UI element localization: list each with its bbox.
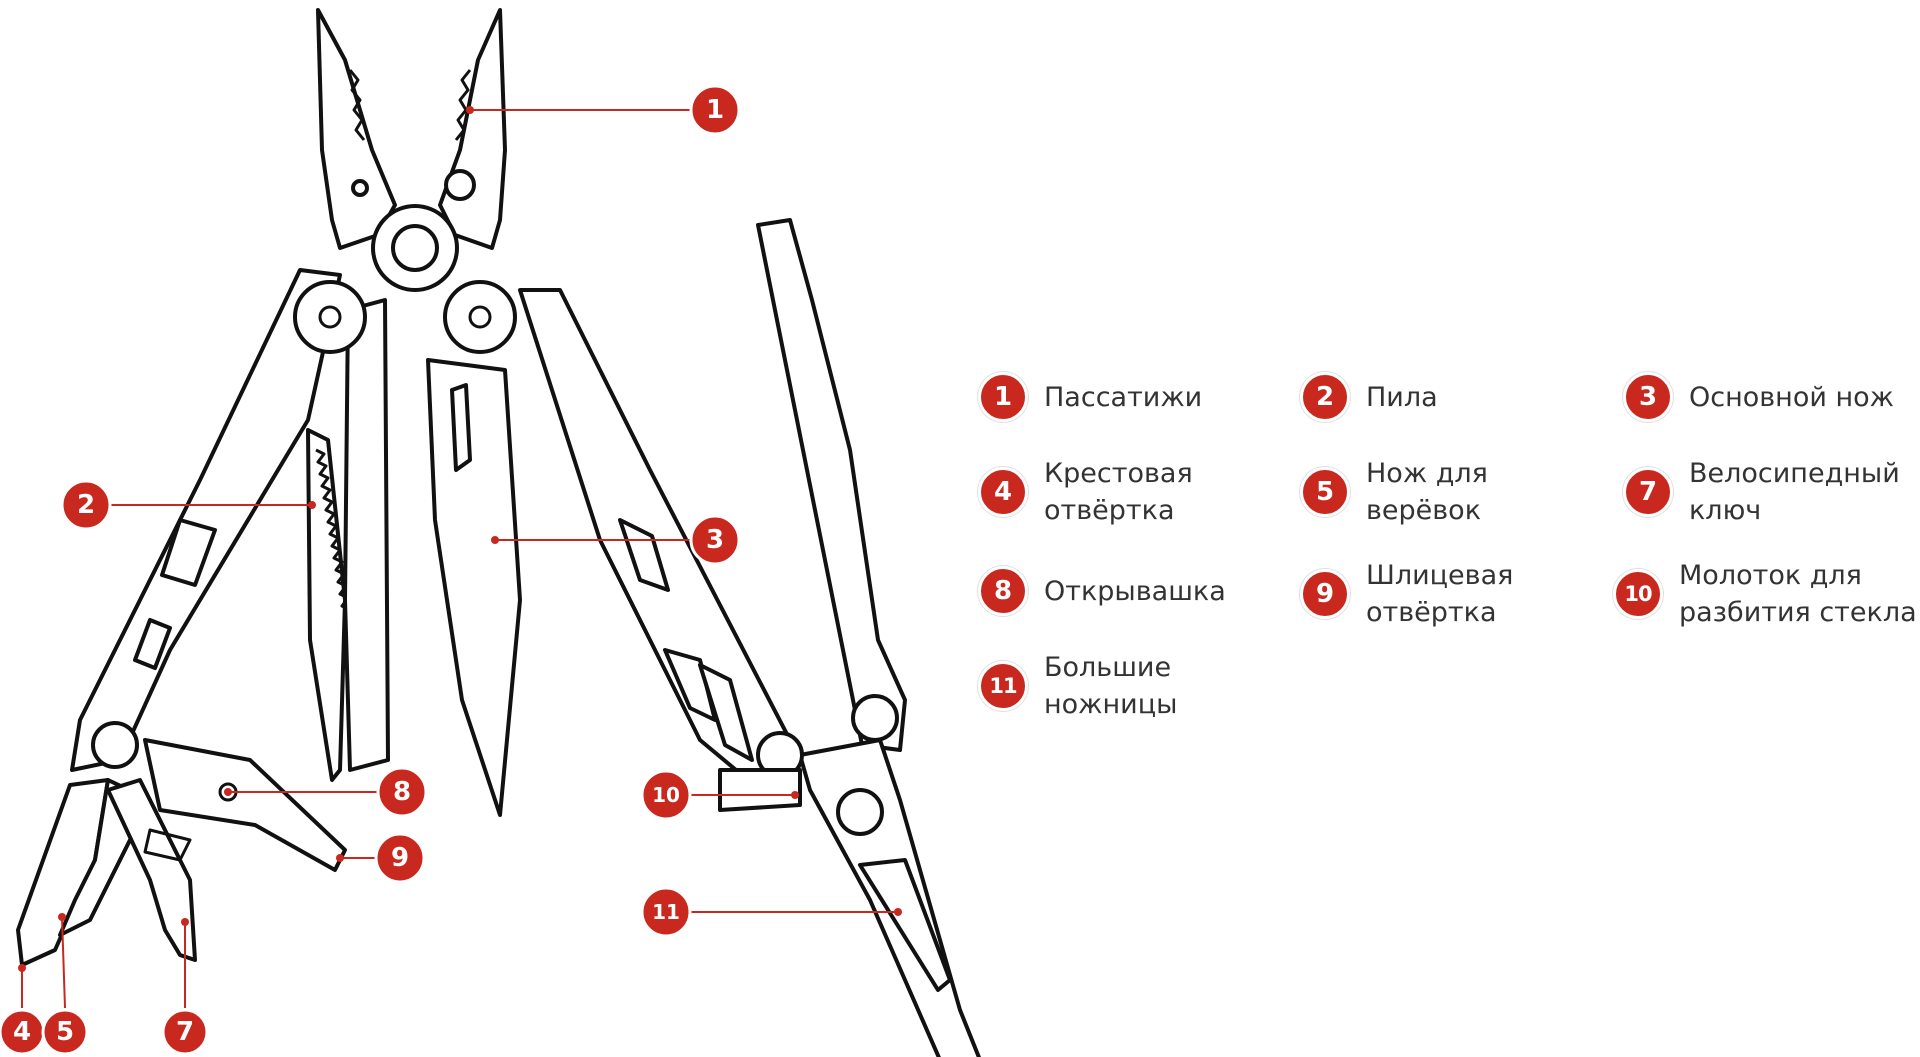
callout-10-number: 10 — [652, 783, 680, 807]
callout-3: 3 — [491, 514, 741, 566]
callout-3-number: 3 — [706, 525, 724, 555]
callout-5-number: 5 — [56, 1017, 74, 1047]
callout-4-number: 4 — [13, 1017, 31, 1047]
callout-1-number: 1 — [706, 95, 724, 125]
callout-2-number: 2 — [77, 490, 95, 520]
scissors-drawing — [718, 218, 981, 1057]
bottom-tools-drawing — [16, 721, 347, 967]
callout-9-number: 9 — [391, 843, 409, 873]
callout-9: 9 — [336, 832, 426, 884]
callout-2: 2 — [60, 479, 316, 531]
callout-11-number: 11 — [652, 900, 680, 924]
callout-7-number: 7 — [176, 1017, 194, 1047]
pliers-drawing — [316, 8, 507, 292]
callout-11: 11 — [640, 886, 902, 938]
callout-8-number: 8 — [393, 777, 411, 807]
callout-1: 1 — [466, 84, 741, 136]
callout-5: 5 — [41, 913, 89, 1056]
callout-8: 8 — [224, 766, 428, 818]
callout-7: 7 — [161, 918, 209, 1056]
left-handle-drawing — [70, 268, 390, 782]
callout-4: 4 — [0, 964, 46, 1056]
callout-10: 10 — [640, 769, 799, 821]
